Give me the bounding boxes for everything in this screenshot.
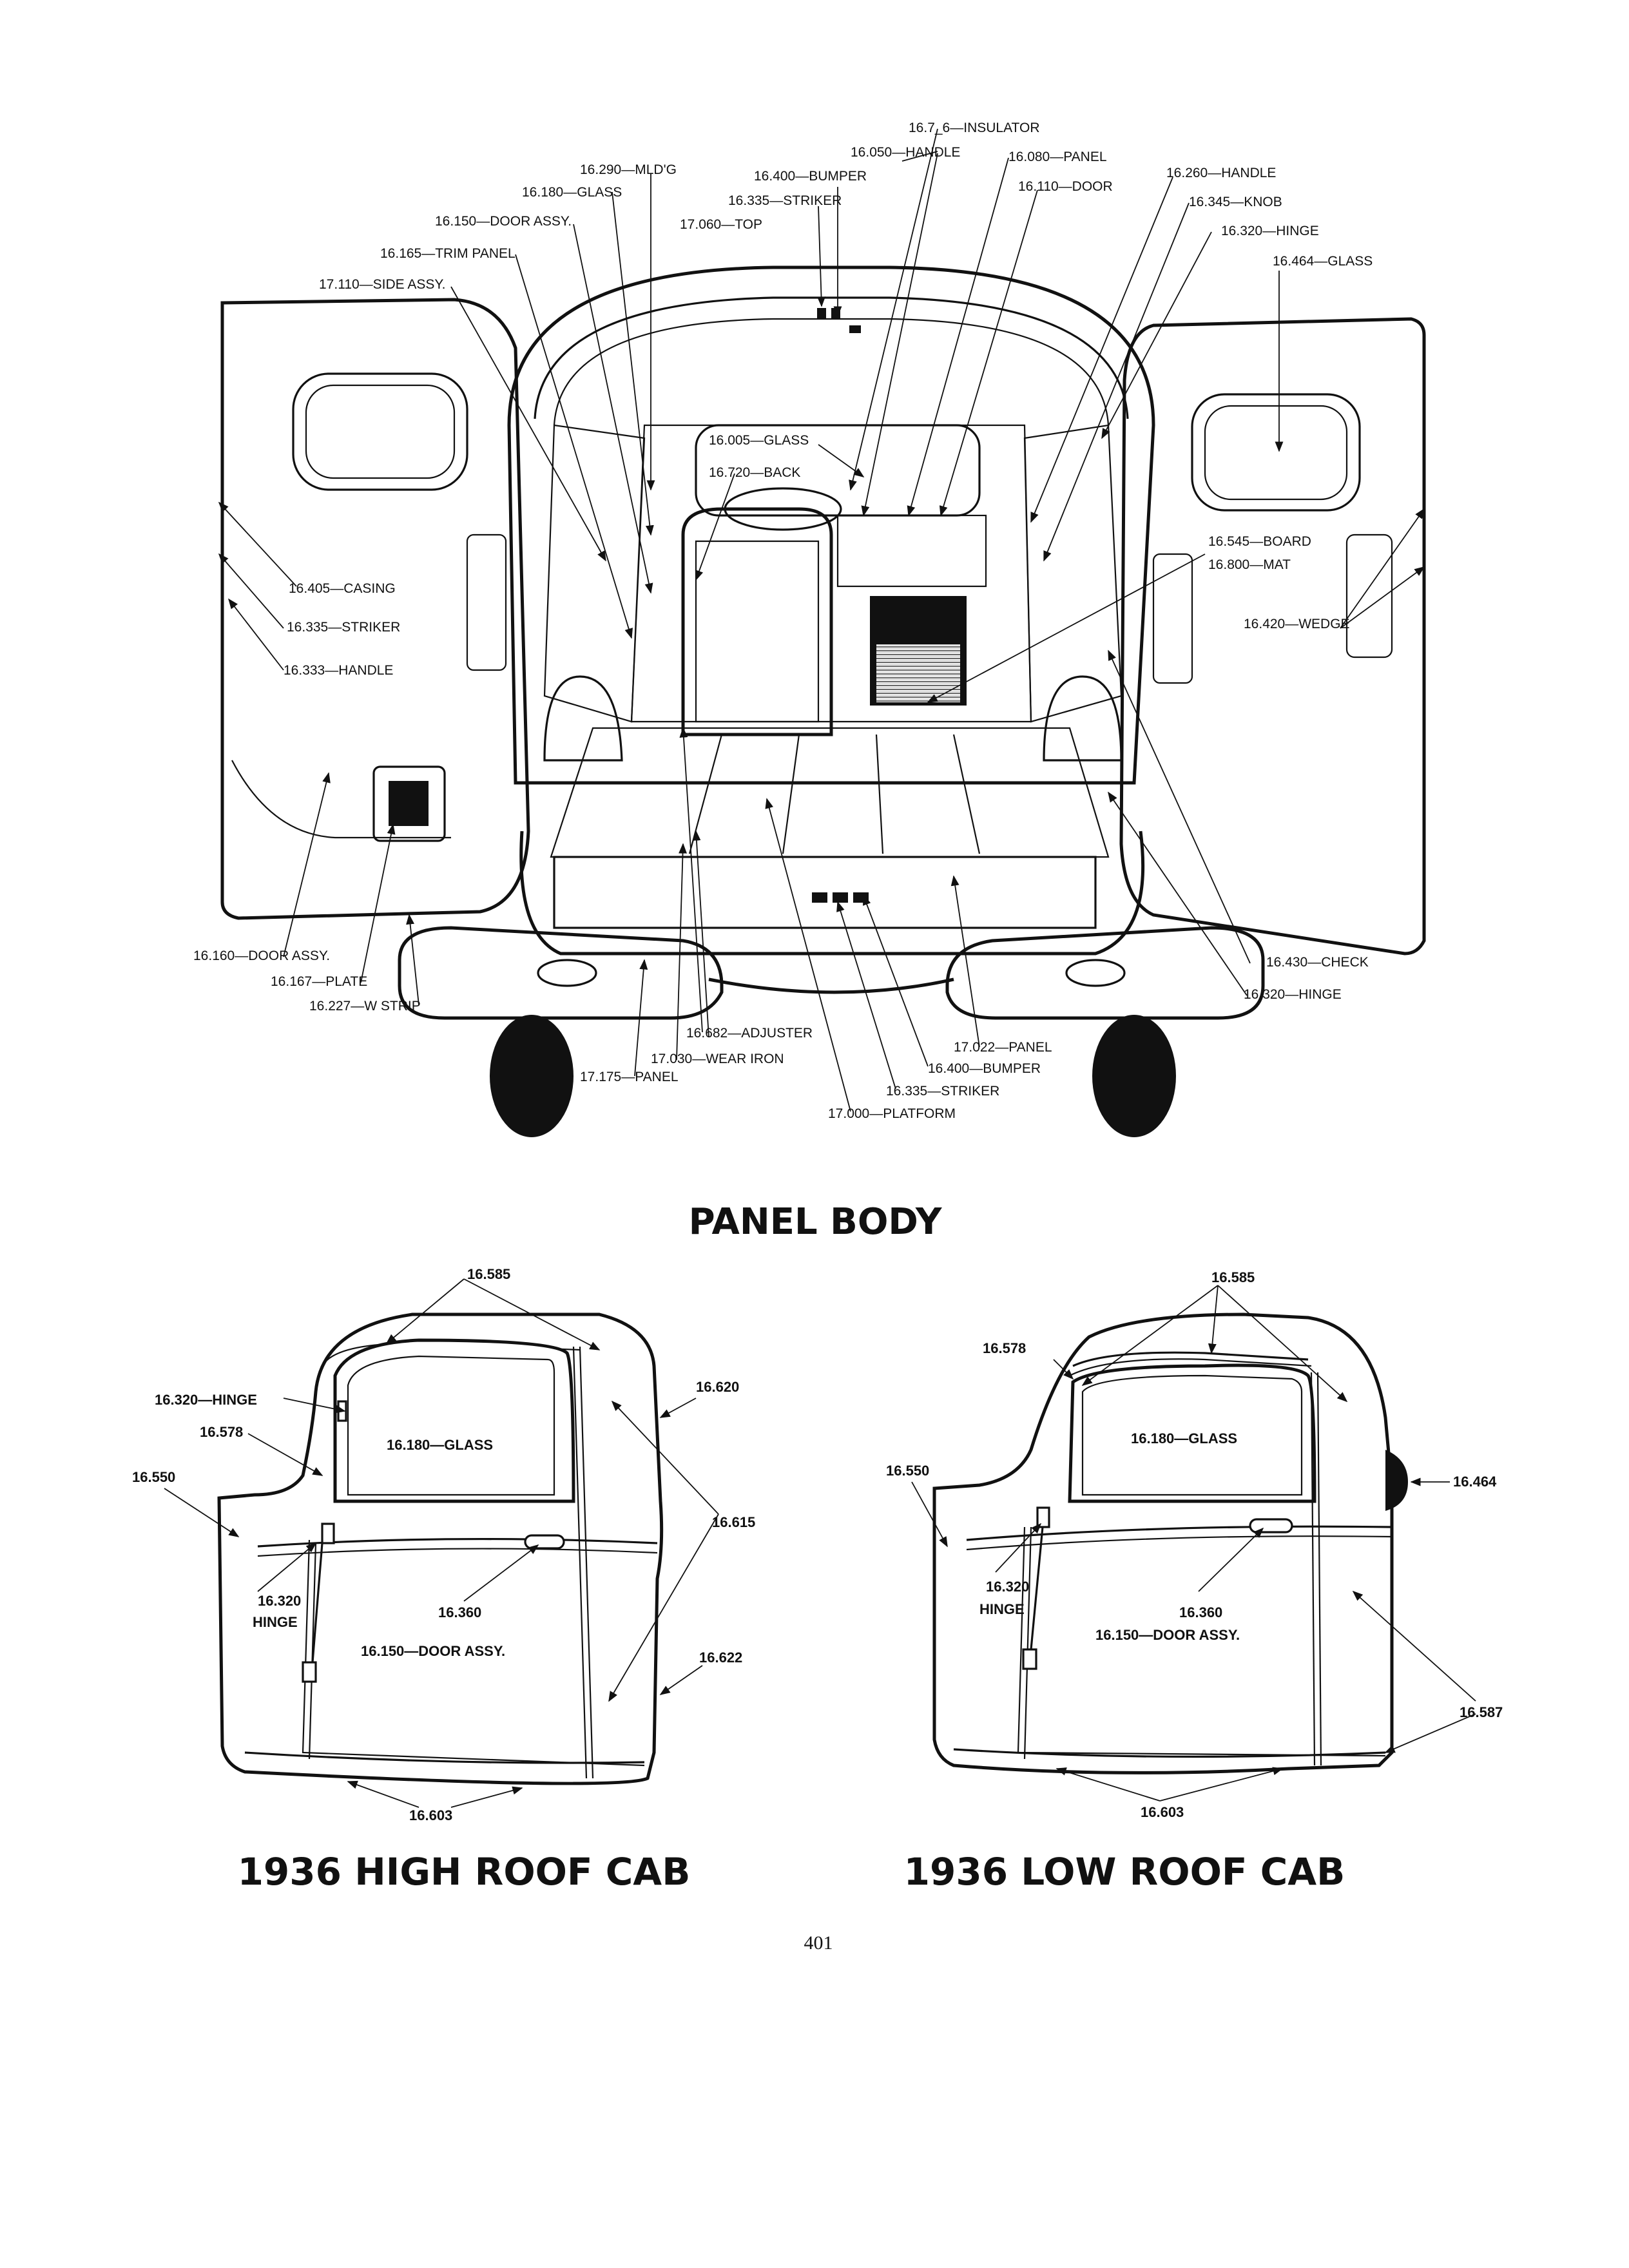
label-glass-right: 16.464—GLASS: [1273, 254, 1373, 269]
label-door-top: 16.110—DOOR: [1018, 179, 1113, 194]
low-roof-cab-illustration: [932, 1312, 1408, 1774]
panel-body-illustration: [220, 265, 1426, 1137]
low-label-hinge-word: HINGE: [979, 1601, 1025, 1617]
panel-body-labels: 16.7_6—INSULATOR 16.050—HANDLE 16.080—PA…: [193, 120, 1373, 1121]
low-label-360: 16.360: [1179, 1604, 1222, 1620]
high-label-622: 16.622: [699, 1649, 742, 1666]
label-trim-panel: 16.165—TRIM PANEL: [380, 246, 516, 261]
panel-body-title: PANEL BODY: [689, 1201, 943, 1243]
right-rear-door: [1119, 317, 1426, 956]
high-label-hinge-num: 16.320: [258, 1593, 301, 1609]
low-label-hinge-num: 16.320: [986, 1579, 1029, 1595]
label-handle-right: 16.260—HANDLE: [1166, 166, 1276, 180]
left-rear-door: [220, 298, 530, 920]
low-roof-cab-leaders: [911, 1285, 1476, 1802]
low-label-464: 16.464: [1453, 1474, 1497, 1490]
label-plate: 16.167—PLATE: [271, 974, 367, 989]
high-roof-cab-labels: 16.585 16.320—HINGE 16.620 16.578 16.180…: [132, 1266, 755, 1823]
high-roof-cab-title: 1936 HIGH ROOF CAB: [238, 1850, 691, 1894]
label-casing: 16.405—CASING: [289, 581, 396, 596]
label-striker-left: 16.335—STRIKER: [287, 620, 400, 635]
low-label-door-assy: 16.150—DOOR ASSY.: [1095, 1627, 1240, 1643]
low-label-603: 16.603: [1141, 1804, 1184, 1820]
high-label-550: 16.550: [132, 1469, 175, 1485]
label-panel-top: 16.080—PANEL: [1008, 149, 1107, 164]
high-label-615: 16.615: [712, 1514, 755, 1530]
high-label-360: 16.360: [438, 1604, 481, 1620]
label-w-strip: 16.227—W STRIP: [309, 999, 421, 1014]
label-glass-left: 16.180—GLASS: [522, 185, 622, 200]
label-handle-top: 16.050—HANDLE: [851, 145, 960, 160]
body-shell: [507, 265, 1155, 929]
label-adjuster: 16.682—ADJUSTER: [686, 1026, 813, 1041]
label-glass-center: 16.005—GLASS: [709, 433, 809, 448]
high-label-glass: 16.180—GLASS: [387, 1437, 493, 1453]
label-board: 16.545—BOARD: [1208, 534, 1311, 549]
label-hinge-right-top: 16.320—HINGE: [1221, 224, 1319, 238]
low-label-587: 16.587: [1460, 1704, 1503, 1720]
label-hinge-right-low: 16.320—HINGE: [1244, 987, 1342, 1002]
high-label-578: 16.578: [200, 1424, 243, 1440]
high-label-hinge-top: 16.320—HINGE: [155, 1392, 257, 1408]
low-roof-cab-labels: 16.585 16.578 16.180—GLASS 16.464 16.550…: [886, 1269, 1503, 1820]
label-wedge: 16.420—WEDGE: [1244, 617, 1350, 631]
label-panel-bottom: 17.175—PANEL: [580, 1070, 679, 1084]
label-panel-low: 17.022—PANEL: [954, 1040, 1052, 1055]
label-striker-low: 16.335—STRIKER: [886, 1084, 999, 1099]
low-label-578: 16.578: [983, 1340, 1026, 1356]
high-roof-cab-leaders: [164, 1278, 719, 1808]
label-bumper-top: 16.400—BUMPER: [754, 169, 867, 184]
label-striker-top: 16.335—STRIKER: [728, 193, 842, 208]
label-door-assy-left: 16.150—DOOR ASSY.: [435, 214, 572, 229]
low-label-550: 16.550: [886, 1463, 929, 1479]
page-number: 401: [804, 1932, 833, 1954]
high-label-hinge-word: HINGE: [253, 1614, 298, 1630]
high-label-603: 16.603: [409, 1807, 452, 1823]
low-label-roof: 16.585: [1211, 1269, 1255, 1285]
high-label-roof: 16.585: [467, 1266, 510, 1282]
low-roof-cab-title: 1936 LOW ROOF CAB: [904, 1850, 1345, 1894]
high-label-door-assy: 16.150—DOOR ASSY.: [361, 1643, 505, 1659]
label-platform: 17.000—PLATFORM: [828, 1106, 956, 1121]
label-check: 16.430—CHECK: [1266, 955, 1369, 970]
label-wear-iron: 17.030—WEAR IRON: [651, 1052, 784, 1066]
panel-body-leaders: [218, 128, 1425, 1112]
rear-bumper-and-wheels: [398, 831, 1265, 1137]
high-label-620: 16.620: [696, 1379, 739, 1395]
label-mldg: 16.290—MLD'G: [580, 162, 677, 177]
label-handle-left: 16.333—HANDLE: [284, 663, 393, 678]
label-top: 17.060—TOP: [680, 217, 762, 232]
label-insulator: 16.7_6—INSULATOR: [909, 120, 1039, 135]
label-knob: 16.345—KNOB: [1189, 195, 1282, 209]
label-bumper-low: 16.400—BUMPER: [928, 1061, 1041, 1076]
label-side-assy: 17.110—SIDE ASSY.: [319, 277, 446, 292]
label-back: 16.720—BACK: [709, 465, 800, 480]
low-label-glass: 16.180—GLASS: [1131, 1430, 1237, 1446]
label-door-assy-rear: 16.160—DOOR ASSY.: [193, 948, 330, 963]
high-roof-cab-illustration: [217, 1312, 664, 1785]
label-mat: 16.800—MAT: [1208, 557, 1291, 572]
